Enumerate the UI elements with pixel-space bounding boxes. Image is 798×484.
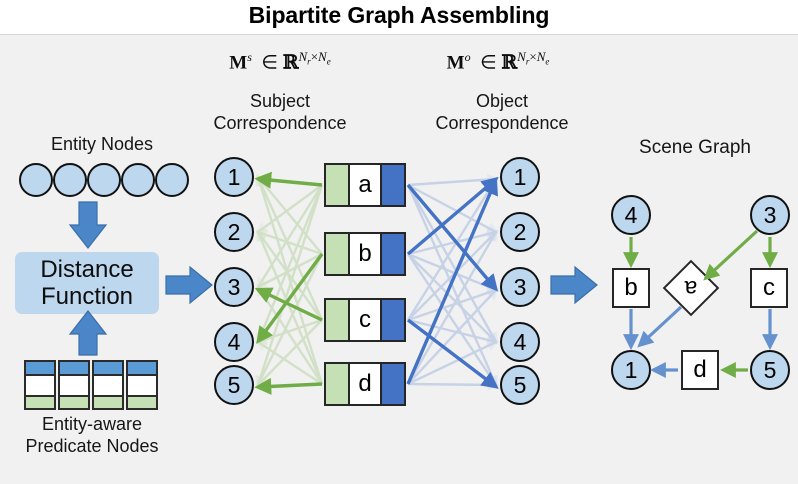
predicate-bar-middle-band (94, 376, 122, 395)
subject-node-2[interactable]: 2 (214, 212, 254, 252)
predicate-bar-top-band (128, 362, 156, 377)
scene-entity-node-4[interactable]: 4 (611, 195, 651, 235)
distance-function-line-1: Distance (40, 256, 134, 283)
subject-caption-line-2: Correspondence (213, 113, 347, 133)
object-node-4[interactable]: 4 (500, 322, 540, 362)
scene-predicate-d[interactable]: d (681, 350, 719, 390)
entity-nodes-label: Entity Nodes (50, 134, 154, 154)
predicate-bar-top-band (94, 362, 122, 377)
entity-node (53, 163, 87, 197)
predicate-node-bar (24, 360, 56, 410)
distance-function-box[interactable]: Distance Function (15, 252, 159, 314)
predicate-node-bar (58, 360, 90, 410)
predicate-bar-top-band (26, 362, 54, 377)
subject-node-4[interactable]: 4 (214, 322, 254, 362)
scene-entity-node-3[interactable]: 3 (750, 195, 790, 235)
predicate-node-bar (126, 360, 158, 410)
distance-function-line-2: Function (40, 283, 134, 310)
scene-predicate-b[interactable]: b (612, 268, 650, 308)
entity-node (87, 163, 121, 197)
object-matrix-superscript: o (464, 50, 471, 64)
predicate-bar-middle-band (26, 376, 54, 395)
predicate-box-b[interactable]: b (324, 232, 406, 276)
subject-node-1[interactable]: 1 (214, 157, 254, 197)
predicate-box-object-tab (380, 165, 404, 205)
predicate-box-a[interactable]: a (324, 163, 406, 207)
scene-entity-node-1[interactable]: 1 (611, 350, 651, 390)
entity-node (155, 163, 189, 197)
predicate-node-bar (92, 360, 124, 410)
predicate-box-label: d (350, 364, 380, 404)
predicate-nodes-label-line-2: Predicate Nodes (25, 436, 159, 456)
predicate-box-object-tab (380, 364, 404, 404)
subject-node-5[interactable]: 5 (214, 365, 254, 405)
subject-correspondence-caption: Subject Correspondence (160, 90, 400, 134)
page-title: Bipartite Graph Assembling (248, 2, 550, 28)
predicate-box-subject-tab (326, 165, 350, 205)
predicate-nodes-label: Entity-aware Predicate Nodes (2, 413, 182, 457)
predicate-box-object-tab (380, 300, 404, 340)
subject-matrix-formula: Ms ∈ ℝNr×Ne (229, 49, 331, 74)
predicate-box-subject-tab (326, 300, 350, 340)
object-node-1[interactable]: 1 (500, 157, 540, 197)
scene-predicate-a-label: a (684, 275, 698, 302)
predicate-bar-bottom-band (94, 394, 122, 408)
object-caption-line-1: Object (475, 91, 529, 111)
predicate-bar-bottom-band (26, 394, 54, 408)
entity-node (121, 163, 155, 197)
object-node-2[interactable]: 2 (500, 212, 540, 252)
predicate-bar-bottom-band (60, 394, 88, 408)
scene-entity-node-5[interactable]: 5 (750, 350, 790, 390)
predicate-box-object-tab (380, 234, 404, 274)
object-node-5[interactable]: 5 (500, 365, 540, 405)
predicate-box-label: b (350, 234, 380, 274)
predicate-box-d[interactable]: d (324, 362, 406, 406)
predicate-box-label: c (350, 300, 380, 340)
predicate-box-subject-tab (326, 234, 350, 274)
object-node-3[interactable]: 3 (500, 267, 540, 307)
scene-predicate-c[interactable]: c (750, 268, 788, 308)
subject-node-3[interactable]: 3 (214, 267, 254, 307)
predicate-bar-middle-band (60, 376, 88, 395)
predicate-bar-top-band (60, 362, 88, 377)
subject-caption-line-1: Subject (249, 91, 311, 111)
predicate-box-c[interactable]: c (324, 298, 406, 342)
predicate-box-subject-tab (326, 364, 350, 404)
predicate-bar-middle-band (128, 376, 156, 395)
entity-node (19, 163, 53, 197)
object-matrix-formula: Mo ∈ ℝNr×Ne (446, 49, 550, 74)
object-caption-line-2: Correspondence (435, 113, 569, 133)
predicate-nodes-label-line-1: Entity-aware (41, 414, 143, 434)
predicate-box-label: a (350, 165, 380, 205)
subject-matrix-superscript: s (247, 50, 252, 64)
predicate-bar-bottom-band (128, 394, 156, 408)
scene-graph-caption: Scene Graph (639, 137, 751, 158)
object-correspondence-caption: Object Correspondence (382, 90, 622, 134)
